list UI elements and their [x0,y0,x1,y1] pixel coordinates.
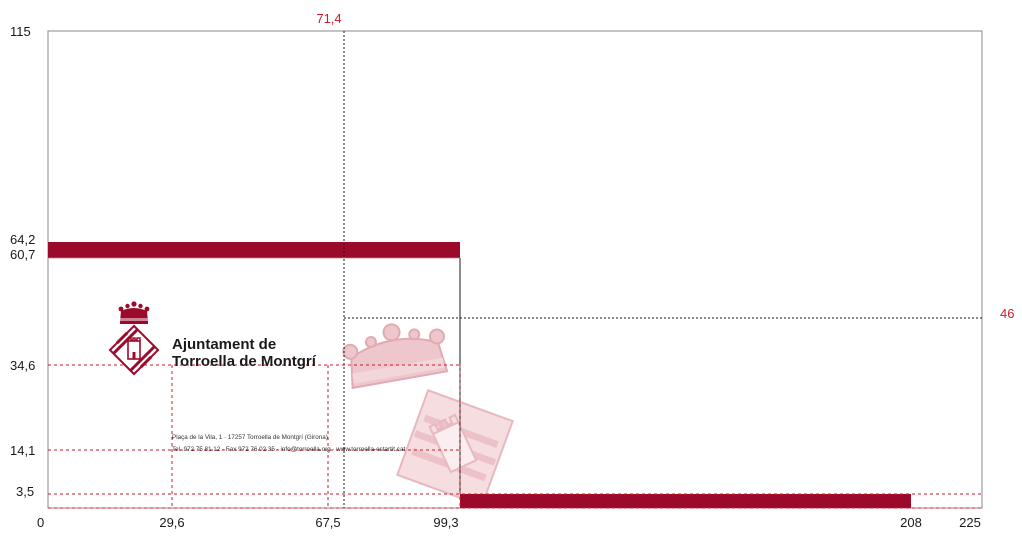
y-label-3-5: 3,5 [16,484,34,499]
watermark-crown-icon [342,323,449,390]
bottom-band [460,494,911,508]
red-label-46: 46 [1000,306,1014,321]
x-label-99-3: 99,3 [433,515,458,530]
logo-line-1: Ajuntament de [172,336,276,353]
y-label-64-2: 64,2 [10,232,35,247]
crown-icon [118,301,150,324]
logo-line-2: Torroella de Montgrí [172,353,317,370]
coat-of-arms-icon [108,324,160,376]
y-label-34-6: 34,6 [10,358,35,373]
address-line-1: Plaça de la Vila, 1 · 17257 Torroella de… [172,434,328,441]
y-label-115: 115 [10,24,31,39]
red-label-71-4: 71,4 [316,11,341,26]
x-label-208: 208 [900,515,922,530]
x-label-225: 225 [959,515,981,530]
watermark [342,323,514,507]
watermark-shield-icon [396,389,514,507]
y-label-14-1: 14,1 [10,443,35,458]
address-line-2: Tel. 972 75 81 12 · Fax 972 76 02 35 · i… [172,446,405,453]
y-label-60-7: 60,7 [10,247,35,262]
x-label-0: 0 [37,515,44,530]
x-label-29-6: 29,6 [159,515,184,530]
red-guides [48,364,982,509]
x-label-67-5: 67,5 [315,515,340,530]
top-band [48,242,460,258]
